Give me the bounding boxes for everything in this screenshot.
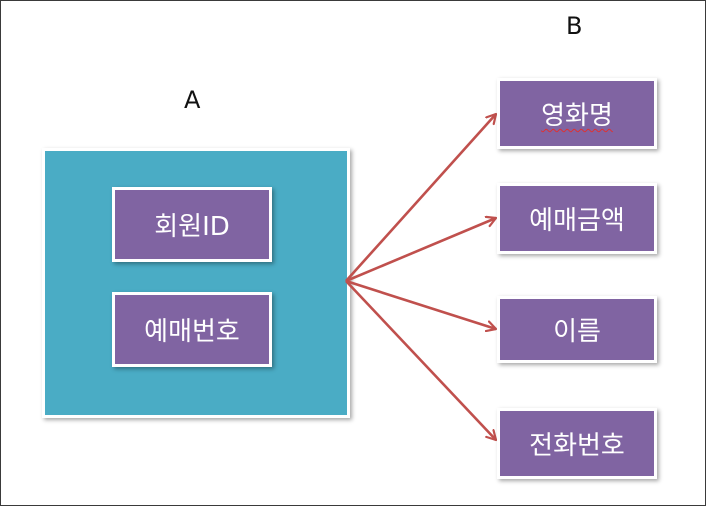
field-phone-number: 전화번호 <box>497 408 657 479</box>
arrow-to-price <box>345 218 496 283</box>
field-name-label: 이름 <box>553 317 601 347</box>
field-member-id: 회원ID <box>112 187 272 262</box>
label-b: B <box>566 12 583 40</box>
field-reservation-price-label: 예매금액 <box>529 206 625 236</box>
field-movie-name: 영화명 <box>497 78 657 149</box>
field-reservation-number: 예매번호 <box>112 292 272 367</box>
arrow-to-name <box>345 279 496 329</box>
field-phone-number-label: 전화번호 <box>529 431 625 461</box>
field-reservation-number-label: 예매번호 <box>144 317 240 347</box>
field-reservation-price: 예매금액 <box>497 183 657 254</box>
field-movie-name-label: 영화명 <box>541 101 613 131</box>
arrow-to-movie-name <box>345 114 496 282</box>
field-name: 이름 <box>497 296 657 363</box>
arrow-to-phone <box>345 280 496 440</box>
label-a: A <box>184 86 201 114</box>
field-member-id-label: 회원ID <box>154 212 230 242</box>
